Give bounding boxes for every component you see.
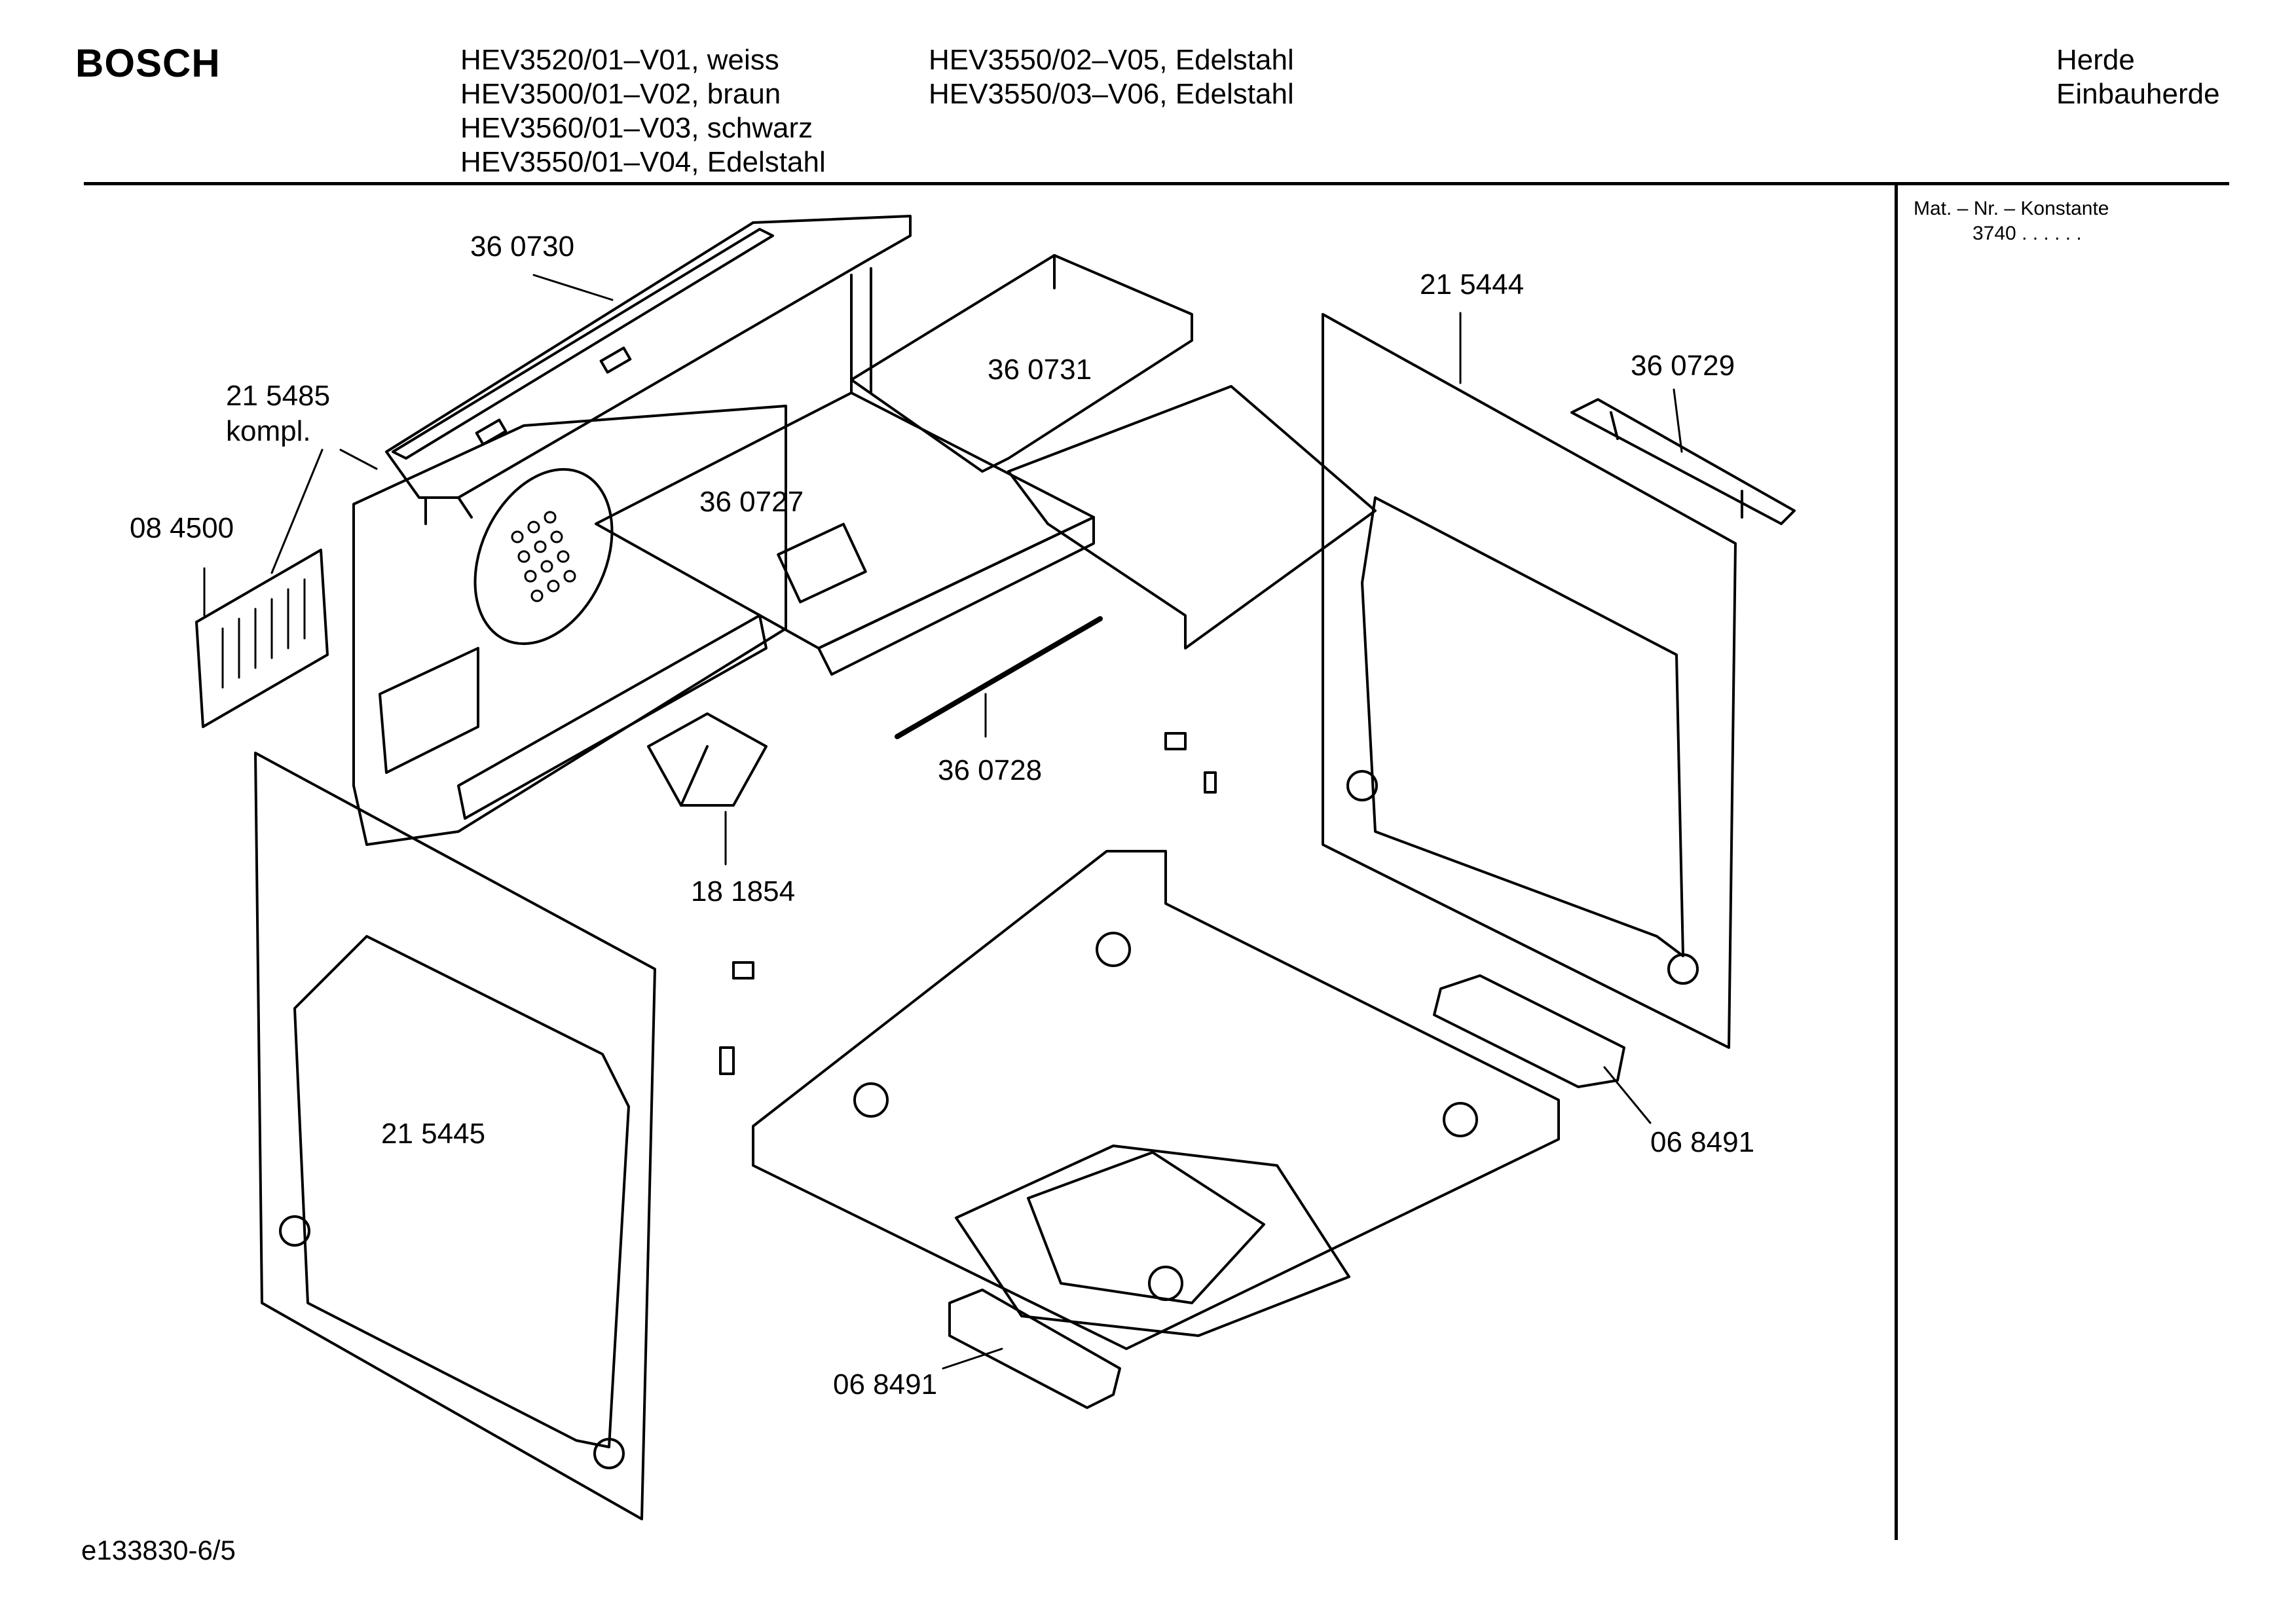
part-callout-181854: 18 1854	[691, 875, 796, 907]
model-list-left: HEV3520/01–V01, weiss HEV3500/01–V02, br…	[460, 43, 826, 179]
right-side-panel-part	[1322, 313, 1737, 1049]
back-wall-part	[352, 405, 787, 846]
leader-lines	[203, 274, 1683, 1370]
model-line: HEV3550/03–V06, Edelstahl	[929, 78, 1294, 110]
telescopic-rail-right-part	[1433, 974, 1625, 1088]
part-callout-068491-left: 06 8491	[833, 1368, 938, 1401]
telescopic-rail-left-part	[948, 1289, 1121, 1409]
grill-tray-part	[595, 392, 1095, 676]
fan-cover-part	[195, 549, 329, 728]
part-callout-084500: 08 4500	[130, 512, 234, 544]
model-line: HEV3550/02–V05, Edelstahl	[929, 44, 1294, 76]
material-constant-label: Mat. – Nr. – Konstante	[1914, 198, 2109, 219]
mounting-bracket-part	[1570, 398, 1796, 525]
part-callout-360731: 36 0731	[988, 354, 1092, 386]
category-line: Einbauherde	[2056, 78, 2220, 110]
part-callout-360729: 36 0729	[1631, 350, 1735, 382]
side-divider	[1895, 185, 1898, 1540]
brand-logo: BOSCH	[75, 41, 221, 85]
part-callout-068491-right: 06 8491	[1650, 1126, 1755, 1158]
part-callout-215444: 21 5444	[1420, 268, 1525, 301]
model-line: HEV3520/01–V01, weiss	[460, 44, 779, 76]
part-callout-360728: 36 0728	[938, 754, 1043, 786]
seal-strip-part	[895, 616, 1103, 739]
model-list-right: HEV3550/02–V05, Edelstahl HEV3550/03–V06…	[929, 43, 1294, 111]
thermal-box-part	[647, 712, 768, 807]
bottom-tray-part	[752, 850, 1560, 1350]
material-constant-value: 3740 . . . . . .	[1972, 223, 2082, 244]
part-callout-360730: 36 0730	[470, 230, 575, 263]
drawing-code: e133830-6/5	[81, 1535, 236, 1566]
category: Herde Einbauherde	[2056, 43, 2220, 111]
model-line: HEV3560/01–V03, schwarz	[460, 112, 813, 144]
header-divider	[84, 182, 2229, 185]
ceiling-panel-part	[850, 254, 1377, 650]
category-line: Herde	[2056, 44, 2135, 76]
material-constant: Mat. – Nr. – Konstante 3740 . . . . . .	[1914, 196, 2109, 246]
model-line: HEV3550/01–V04, Edelstahl	[460, 146, 826, 178]
part-callout-215445: 21 5445	[381, 1118, 486, 1150]
model-line: HEV3500/01–V02, braun	[460, 78, 781, 110]
small-clip-parts	[719, 732, 1217, 1075]
part-callout-note: kompl.	[226, 415, 311, 447]
part-callout-360727: 36 0727	[699, 486, 804, 518]
left-side-panel-part	[254, 752, 656, 1520]
top-rail-part	[385, 215, 912, 525]
part-callout-label: 21 5485	[226, 380, 331, 412]
part-callout-215485: 21 5485 kompl.	[226, 378, 330, 449]
